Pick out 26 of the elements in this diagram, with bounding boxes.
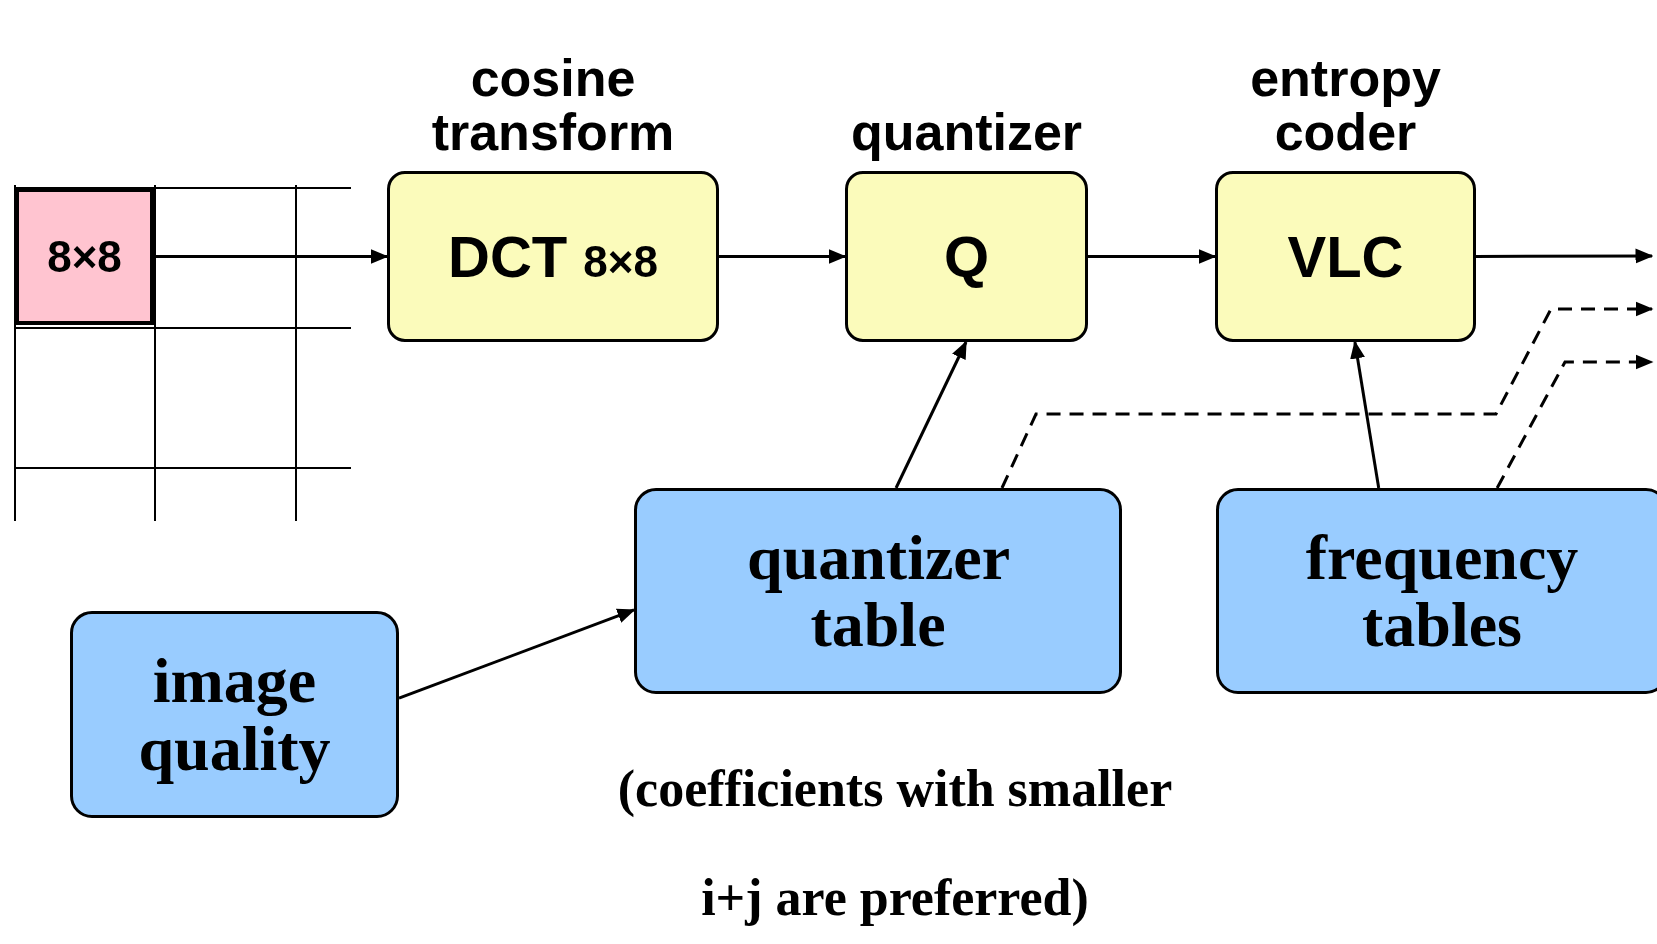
arrow [398,608,636,700]
box-label: frequency tables [1305,523,1579,659]
table-box [634,488,1122,694]
arrow [1088,249,1217,264]
table-box [70,611,399,818]
box-label: image quality [138,647,331,782]
arrow [154,249,389,264]
note-text: i+j are preferred) [701,869,1089,927]
stage-heading: entropy coder [1250,50,1441,160]
box-label: quantizer table [747,523,1009,659]
box-label: VLC [1287,223,1404,291]
box-label: Q [943,223,990,291]
table-box [1216,488,1657,694]
arrow [1495,354,1654,489]
arrow [1350,340,1381,489]
arrow [719,249,847,264]
arrow [1000,301,1654,489]
block-label: 8×8 [47,230,122,283]
block-cell [15,188,154,325]
stage-heading: cosine transform [431,50,675,160]
arrow [894,340,968,489]
box-label: DCT [448,223,568,291]
note-text: (coefficients with smaller [617,760,1173,818]
arrow [1476,248,1654,264]
box-label: 8×8 [583,236,658,288]
stage-heading: quantizer [850,105,1083,160]
